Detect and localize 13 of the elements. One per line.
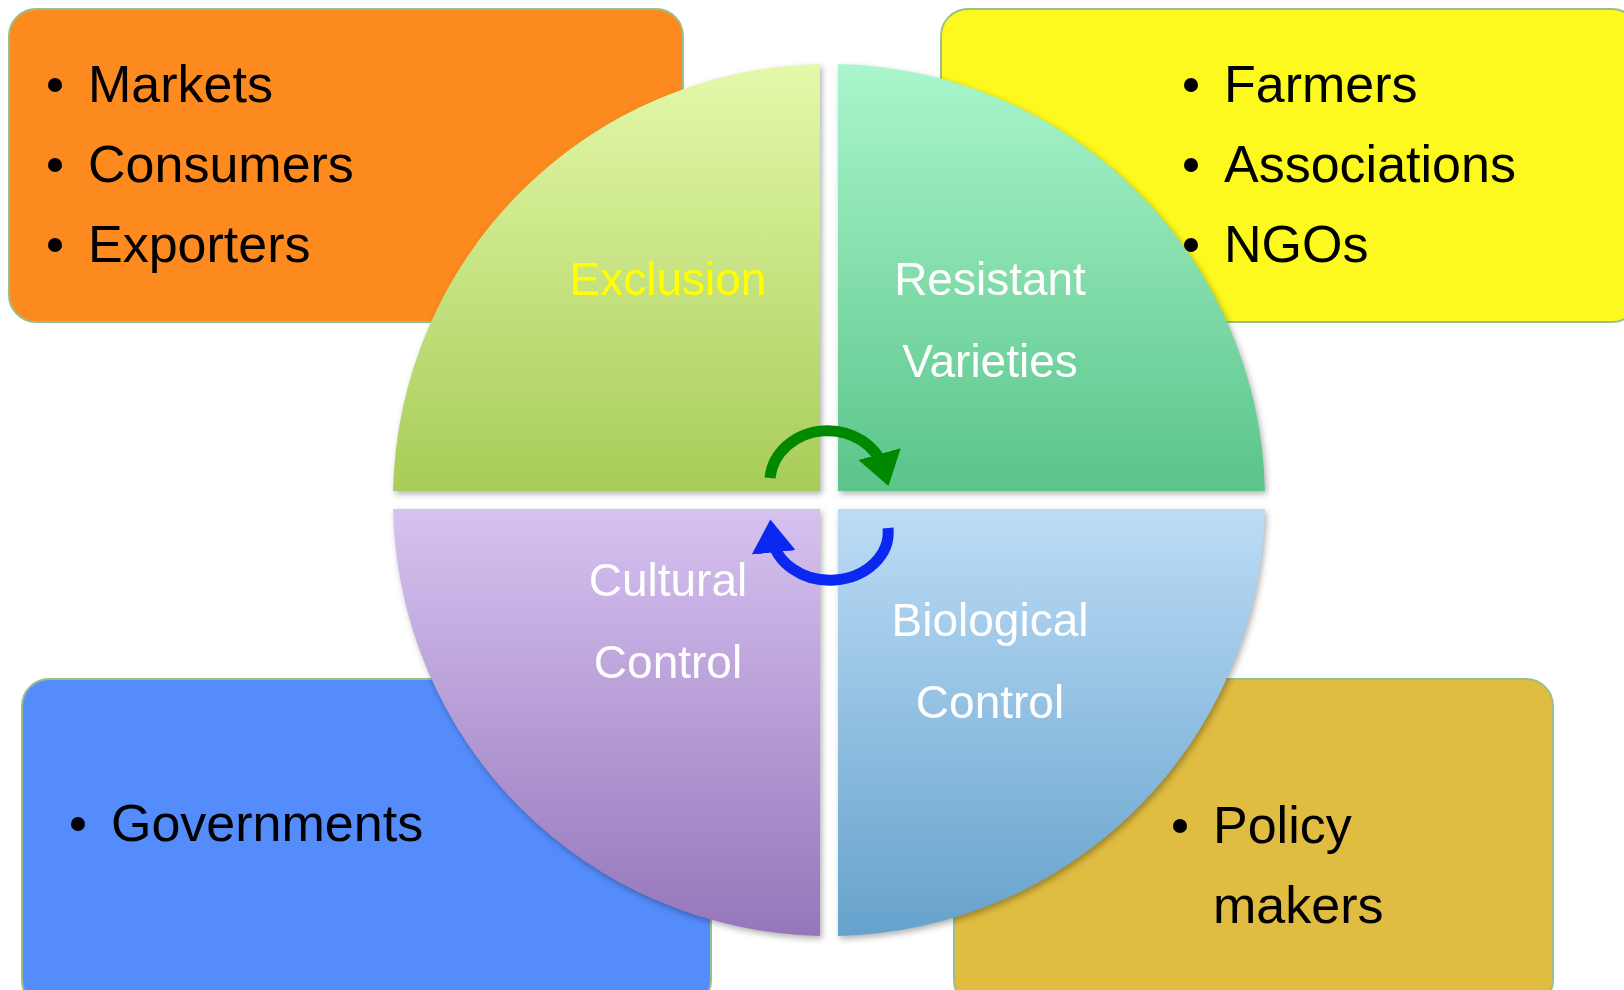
quadrant-label: Exclusion <box>568 252 768 307</box>
list-item: Policy makers <box>1169 785 1469 945</box>
curved-arrow <box>753 519 894 586</box>
curved-arrow <box>764 425 900 486</box>
quadrant-label: Resistant Varieties <box>893 252 1087 389</box>
list-item: Markets <box>44 44 354 124</box>
list-item: Associations <box>1180 124 1516 204</box>
list-item: Farmers <box>1180 44 1516 124</box>
list-item: Consumers <box>44 124 354 204</box>
list-item: Governments <box>67 783 424 863</box>
quadrant-label: Biological Control <box>890 593 1090 730</box>
list-item: Exporters <box>44 204 354 284</box>
quadrant-label: Cultural Control <box>587 553 749 690</box>
